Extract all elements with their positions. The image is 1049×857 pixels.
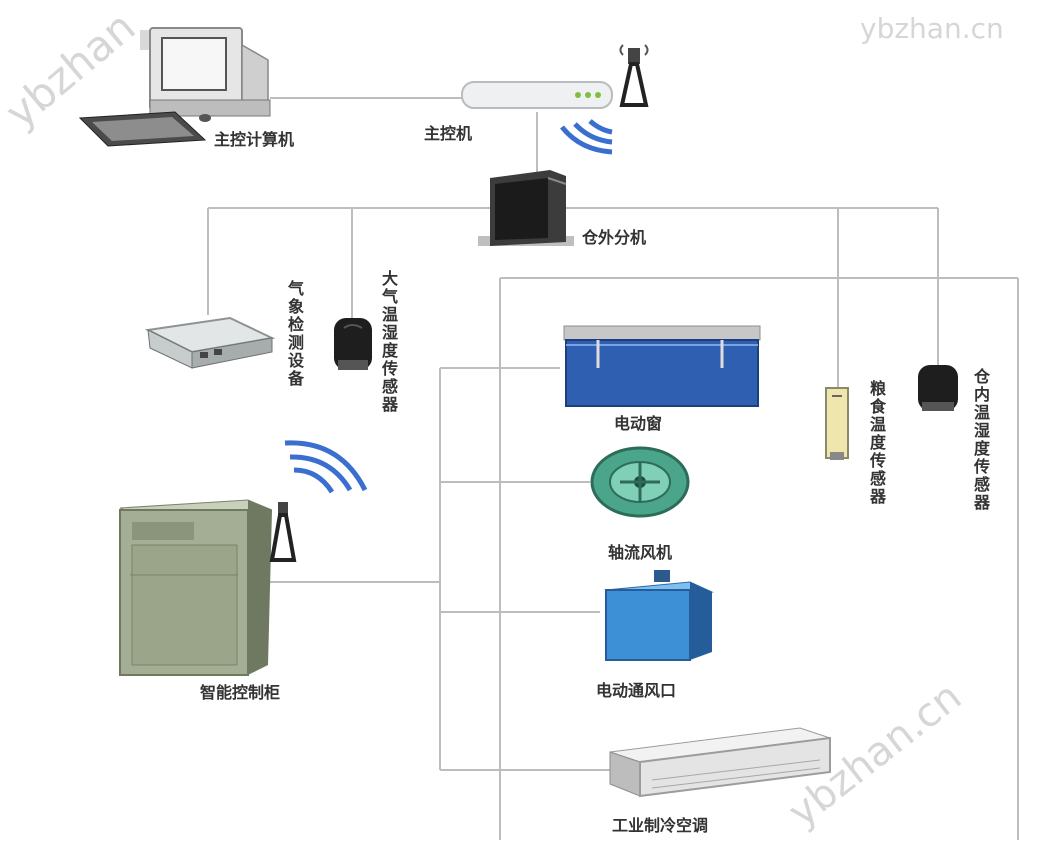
weather-station-label: 气象检测设备 <box>285 280 304 388</box>
axial-fan-label: 轴流风机 <box>608 543 673 562</box>
watermark-top-right: ybzhan.cn <box>860 12 1004 45</box>
antenna-icon <box>269 502 297 562</box>
connection-lines <box>207 97 1019 840</box>
wireless-signal-icon <box>284 440 368 494</box>
grain-temperature-sensor-icon <box>825 387 849 460</box>
air-conditioner-label: 工业制冷空调 <box>612 816 709 835</box>
air-conditioner-icon <box>609 727 831 798</box>
host-computer-label: 主控计算机 <box>214 130 295 149</box>
indoor-sensor-icon <box>918 365 958 411</box>
weather-station-icon <box>144 316 276 369</box>
warehouse-extension-icon <box>478 170 574 246</box>
master-controller-label: 主控机 <box>424 124 473 143</box>
warehouse-extension-label: 仓外分机 <box>582 228 647 247</box>
electric-vent-label: 电动通风口 <box>596 681 677 700</box>
grain-sensor-label: 粮食温度传感器 <box>867 380 886 506</box>
antenna-icon <box>619 44 649 107</box>
axial-fan-icon <box>590 446 690 518</box>
indoor-sensor-label: 仓内温湿度传感器 <box>971 368 990 512</box>
control-cabinet-label: 智能控制柜 <box>200 683 281 702</box>
desktop-computer-icon <box>78 27 271 147</box>
electric-window-label: 电动窗 <box>614 414 663 433</box>
master-controller-icon <box>461 81 613 109</box>
control-cabinet-icon <box>119 499 273 676</box>
atmospheric-sensor-label: 大气温湿度传感器 <box>379 270 398 414</box>
atmospheric-sensor-icon <box>334 318 372 370</box>
electric-vent-icon <box>604 570 714 661</box>
wireless-signal-icon <box>560 119 613 155</box>
electric-window-icon <box>563 325 761 407</box>
